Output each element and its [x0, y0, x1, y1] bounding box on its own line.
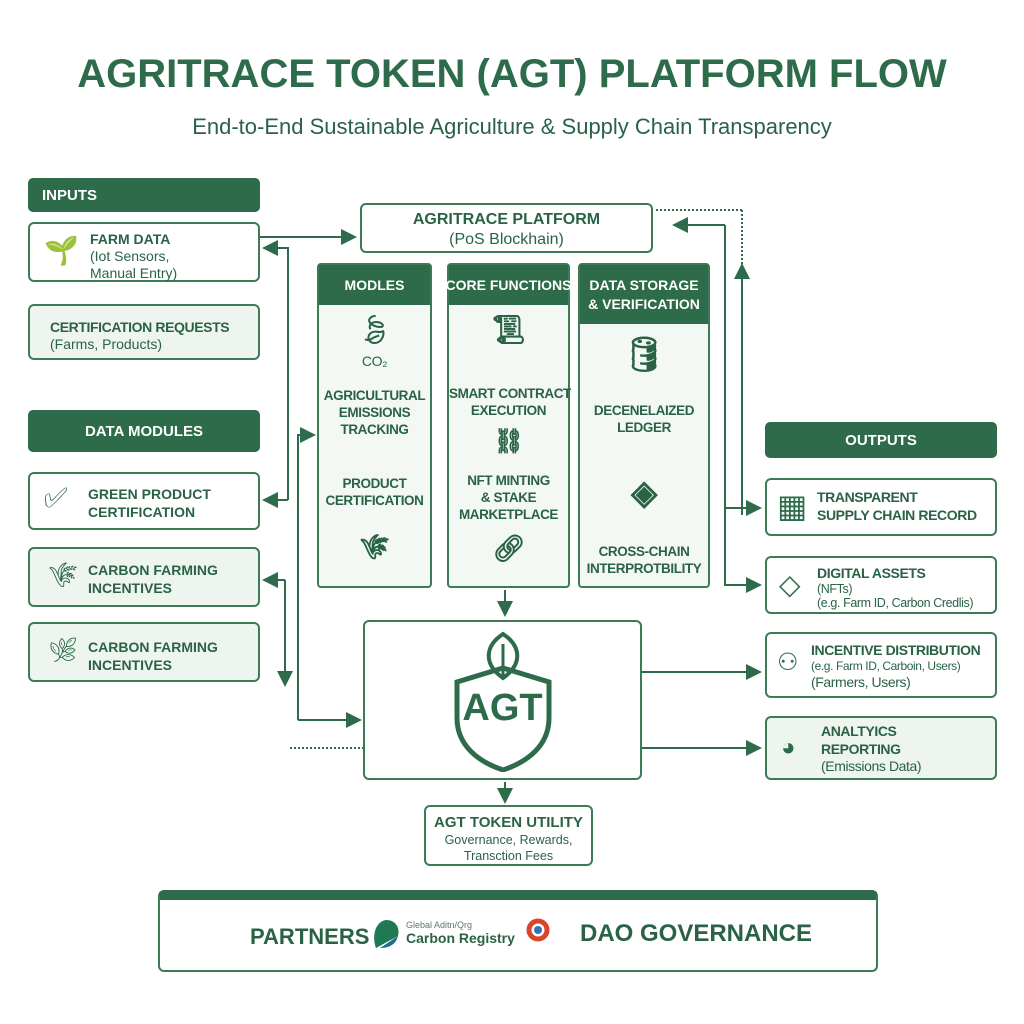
shield-leaf-icon — [454, 631, 552, 772]
output-text: (Emissions Data) — [821, 758, 922, 774]
storage-header: DATA STORAGE — [589, 276, 699, 293]
output-text: SUPPLY CHAIN RECORD — [817, 507, 977, 523]
col-text: LEDGER — [617, 420, 671, 435]
cert-title: CERTIFICATION REQUESTS — [50, 319, 230, 335]
col-text: DECENELAIZED — [593, 403, 695, 418]
core-functions-column: CORE FUNCTIONS 📜︎ SMART CONTRACT EXECUTIO… — [446, 263, 572, 588]
output-text: (NFTs) — [817, 582, 853, 596]
output-digital-assets[interactable]: ◇ DIGITAL ASSETS(NFTs)(e.g. Farm ID, Car… — [765, 556, 997, 614]
farm-data-sub: Manual Entry) — [90, 265, 178, 281]
col-text: & STAKE — [480, 490, 537, 505]
co2-label: CO₂ — [361, 353, 388, 369]
analytics-icon: ◕ — [781, 734, 796, 761]
dao-governance-label[interactable]: DAO GOVERNANCE — [580, 920, 813, 947]
qr-code-icon: ▦ — [777, 488, 808, 524]
registry-small: Glebal Aditn/Qrg — [406, 920, 473, 930]
utility-title: AGT TOKEN UTILITY — [434, 814, 583, 831]
module-carbon-farming-2[interactable]: 🌿︎ CARBON FARMING INCENTIVES — [28, 622, 260, 682]
utility-text: Governance, Rewards, — [444, 833, 573, 847]
module-carbon-farming-1[interactable]: 🌾︎ CARBON FARMING INCENTIVES — [28, 547, 260, 607]
module-label: INCENTIVES — [88, 657, 173, 673]
input-farm-data[interactable]: 🌱 FARM DATA (Iot Sensors, Manual Entry) — [28, 222, 260, 282]
modules-header: MODLES — [319, 265, 430, 305]
module-label: CERTIFICATION — [88, 504, 196, 520]
col-text: SMART CONTRACT — [449, 386, 571, 401]
output-text: INCENTIVE DISTRIBUTION — [811, 642, 981, 658]
farm-data-title: FARM DATA — [90, 231, 171, 247]
wheat-icon: 🌾︎ — [359, 534, 390, 561]
output-text: DIGITAL ASSETS — [817, 565, 926, 581]
platform-sub: (PoS Blockhain) — [449, 231, 564, 248]
col-text: MARKETPLACE — [458, 507, 559, 522]
check-circle-icon: ✅︎ — [44, 482, 68, 513]
platform-box[interactable]: AGRITRACE PLATFORM (PoS Blockhain) — [360, 203, 653, 253]
col-text: PRODUCT — [342, 476, 407, 491]
col-text: CROSS-CHAIN — [598, 544, 690, 559]
col-text: TRACKING — [340, 422, 409, 437]
outputs-header: OUTPUTS — [765, 422, 997, 458]
registry-name: Carbon Registry — [406, 930, 515, 946]
output-text: (e.g. Farm ID, Carbon Credlis) — [817, 596, 974, 610]
module-label: CARBON FARMING — [88, 562, 218, 578]
output-supply-chain[interactable]: ▦ TRANSPARENT SUPPLY CHAIN RECORD — [765, 478, 997, 536]
distribution-icon: ⚇ — [777, 649, 799, 676]
output-text: (Farmers, Users) — [811, 674, 911, 690]
col-text: CERTIFICATION — [325, 493, 424, 508]
farm-data-sub: (Iot Sensors, — [90, 248, 170, 264]
data-modules-header: DATA MODULES — [28, 410, 260, 452]
output-text: REPORTING — [821, 741, 901, 757]
partners-label: PARTNERS — [250, 924, 370, 949]
utility-text: Transction Fees — [463, 849, 554, 863]
wheat-icon: 🌾︎ — [48, 562, 79, 589]
cert-sub: (Farms, Products) — [50, 336, 163, 352]
module-label: INCENTIVES — [88, 580, 173, 596]
diamond-icon: ◇ — [779, 569, 801, 600]
sprout-icon: 🌱 — [44, 235, 79, 266]
seedling-icon: 🌿︎ — [48, 637, 79, 664]
module-green-product[interactable]: ✅︎ GREEN PRODUCT CERTIFICATION — [28, 472, 260, 530]
page-subtitle: End-to-End Sustainable Agriculture & Sup… — [192, 114, 832, 139]
output-incentive-distribution[interactable]: ⚇ INCENTIVE DISTRIBUTION(e.g. Farm ID, C… — [765, 632, 997, 698]
contract-icon: 📜︎ — [490, 314, 527, 345]
platform-title: AGRITRACE PLATFORM — [412, 211, 601, 228]
link-icon: 🔗︎ — [492, 533, 525, 563]
modules-column: MODLES 🍃︎ CO₂ AGRICULTURAL EMISSIONS TRACK… — [317, 263, 432, 588]
dao-logo — [526, 918, 550, 942]
carbon-registry-logo — [374, 920, 399, 948]
database-icon: 🛢︎ — [622, 336, 666, 374]
partners-bar: PARTNERS Glebal Aditn/Qrg Carbon Registr… — [158, 890, 878, 972]
col-text: NFT MINTING — [467, 473, 550, 488]
storage-column: DATA STORAGE & VERIFICATION 🛢︎ DECENELAIZ… — [578, 263, 710, 588]
output-text: TRANSPARENT — [817, 489, 918, 505]
col-text: EXECUTION — [470, 403, 547, 418]
output-analytics[interactable]: ◕ ANALTYICS REPORTING(Emissions Data) — [765, 716, 997, 780]
storage-header: & VERIFICATION — [588, 295, 700, 312]
token-utility-box[interactable]: AGT TOKEN UTILITY Governance, Rewards, T… — [424, 805, 593, 866]
col-text: INTERPROTBILITY — [586, 561, 702, 576]
layers-icon: ◈ — [631, 474, 657, 512]
inputs-header: INPUTS — [28, 178, 260, 212]
nft-icon: ⛓︎ — [493, 428, 524, 455]
core-header: CORE FUNCTIONS — [446, 265, 572, 305]
module-label: GREEN PRODUCT — [88, 486, 211, 502]
page-title: AGRITRACE TOKEN (AGT) PLATFORM FLOW — [77, 52, 947, 96]
module-label: CARBON FARMING — [88, 639, 218, 655]
output-text: ANALTYICS — [821, 723, 897, 739]
input-certification-requests[interactable]: CERTIFICATION REQUESTS (Farms, Products) — [28, 304, 260, 360]
output-text: (e.g. Farm ID, Carboin, Users) — [811, 659, 961, 673]
agt-label: AGT — [462, 687, 543, 729]
col-text: AGRICULTURAL — [323, 388, 426, 403]
col-text: EMISSIONS — [338, 405, 411, 420]
leaf-icon: 🍃︎ — [356, 314, 393, 345]
agt-token-box[interactable]: AGT — [363, 620, 642, 780]
